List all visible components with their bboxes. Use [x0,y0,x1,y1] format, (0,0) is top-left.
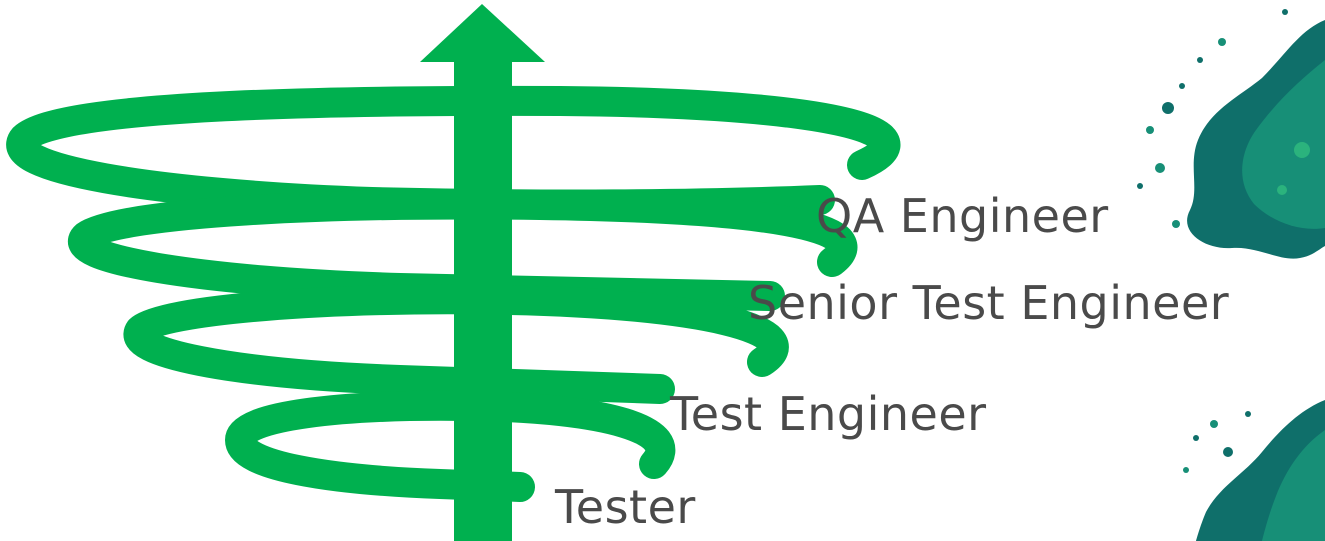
spiral-ring-top [6,85,901,220]
level-label-tester: Tester [555,480,696,534]
up-arrow-icon [420,4,545,541]
paint-splash-bottom [1183,400,1325,541]
spiral-icon [6,85,901,502]
spiral-ring-bottom [224,390,676,502]
level-label-qa-engineer: QA Engineer [816,189,1109,243]
paint-splash-top [1137,9,1325,259]
level-label-senior-test-engineer: Senior Test Engineer [748,276,1230,330]
level-label-test-engineer: Test Engineer [670,387,987,441]
